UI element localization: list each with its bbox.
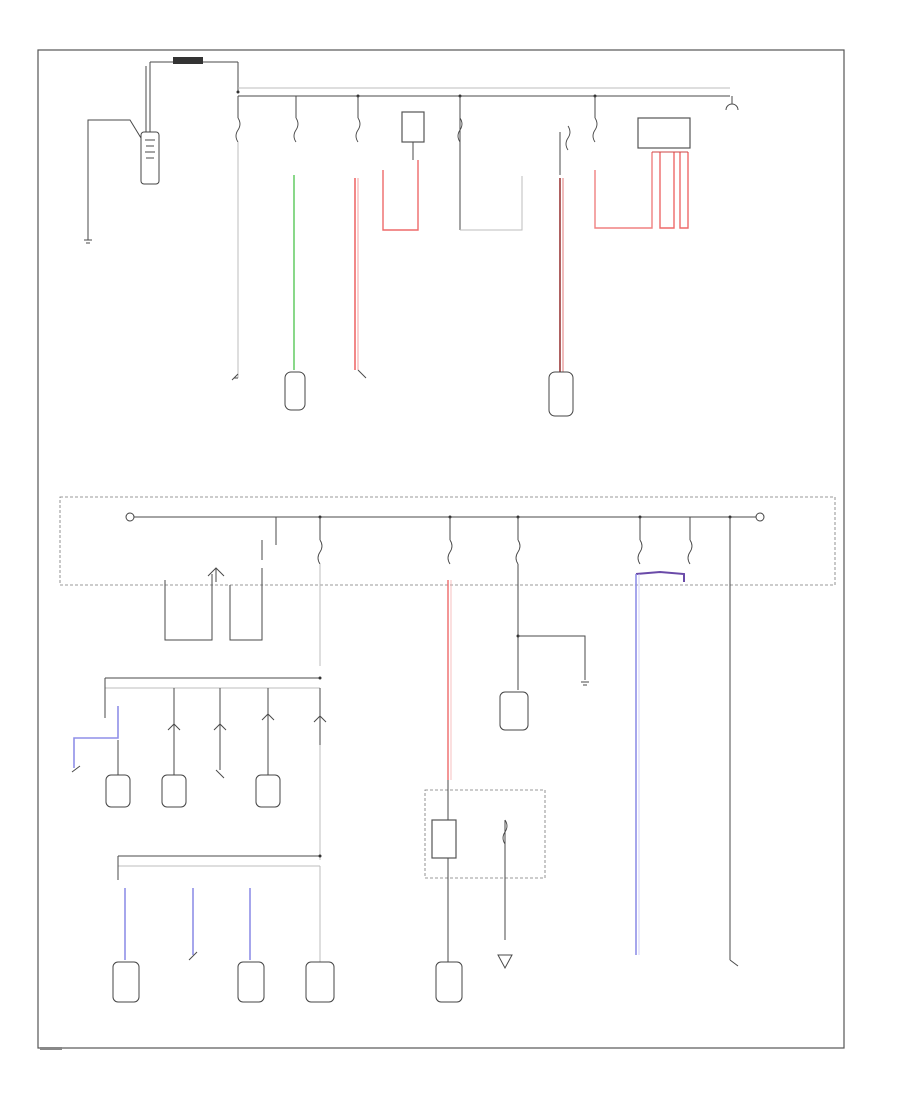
fusible-link-block [173, 57, 203, 64]
relay-box [431, 819, 457, 859]
connector-icon [161, 774, 187, 808]
diagram-frame [37, 49, 845, 1049]
fuse-icon [637, 539, 643, 565]
under-dash-fuse-box [59, 496, 836, 967]
underhood-fuse-box [236, 62, 739, 111]
fuse-icon [293, 117, 299, 143]
connector-icon [435, 961, 463, 1003]
fuse-icon [235, 117, 241, 143]
fuse-icon [447, 539, 453, 565]
fuse-icon [565, 125, 571, 151]
connector-icon [237, 961, 265, 1003]
relay-box [637, 117, 691, 149]
connector-icon [548, 371, 574, 417]
starter-relay-section [424, 691, 546, 1003]
connector-icon [284, 371, 306, 411]
relay-box [401, 111, 425, 143]
connector-icon [112, 961, 140, 1003]
fuse-icon [457, 117, 463, 143]
footer-mark [40, 1047, 62, 1050]
fuse-icon [687, 539, 693, 565]
connector-icon [105, 774, 131, 808]
fuse-icon [502, 819, 508, 845]
fuse-icon [515, 539, 521, 565]
connector-icon [725, 96, 739, 111]
fuse-icon [592, 117, 598, 143]
top-circuits [231, 96, 691, 417]
ground-icon [84, 239, 92, 244]
connector-icon [255, 774, 281, 808]
instrument-panel-section [71, 676, 335, 1003]
fuse-icon [317, 539, 323, 565]
battery-section [84, 57, 238, 244]
connector-icon [499, 691, 529, 731]
connector-icon [305, 961, 335, 1003]
fuse-icon [355, 117, 361, 143]
